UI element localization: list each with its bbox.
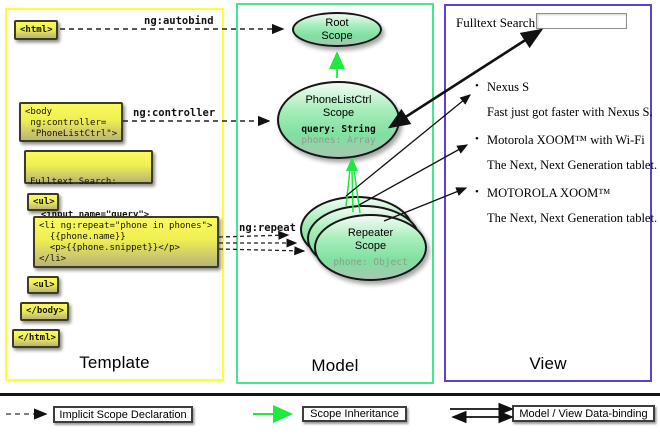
list-item-title: • MOTOROLA XOOM™ [475,186,652,201]
phone-desc: Fast just got faster with Nexus S. [487,105,653,119]
view-search-label: Fulltext Search: [456,15,539,30]
ng-autobind-label: ng:autobind [144,15,214,27]
phonelistctrl-prop-phones: phones: Array [301,135,376,146]
code-fulltext-input: <input name="query"> [30,210,150,220]
bullet-icon: • [475,186,479,198]
code-li-repeat: <li ng:repeat="phone in phones"> {{phone… [33,216,219,268]
phone-title: Nexus S [487,80,530,94]
code-fulltext: Fulltext Search: <input name="query"> [24,150,153,220]
phonelistctrl-name-line2: Scope [322,107,355,119]
phone-title: Motorola XOOM™ with Wi-Fi [487,133,645,147]
repeater-scope-ellipse-front: Repeater Scope phone: Object [314,214,427,281]
legend-implicit-scope-declaration: Implicit Scope Declaration [53,406,193,423]
phone-title: MOTOROLA XOOM™ [487,186,611,200]
repeater-name-line2: Scope [354,240,387,252]
ng-controller-label: ng:controller [133,107,216,119]
legend-double-arrow-icon [450,402,514,424]
view-column-title: View [529,354,567,373]
list-item-title: • Nexus S [475,80,652,95]
ng-repeat-label: ng:repeat [239,222,296,234]
repeater-name-line1: Repeater [347,227,394,239]
code-ul-open: <ul> [27,193,59,211]
phonelistctrl-name-line1: PhoneListCtrl [305,94,372,106]
root-scope-name-line1: Root [325,16,349,29]
code-fulltext-label: Fulltext Search: [30,177,117,187]
legend-separator-line [0,393,660,396]
legend-model-view-data-binding: Model / View Data-binding [512,405,655,422]
phonelistctrl-scope-ellipse: PhoneListCtrl Scope query: String phones… [277,81,400,159]
view-search-input[interactable] [536,13,627,29]
root-scope-ellipse: Root Scope [292,12,382,47]
bullet-icon: • [475,80,479,92]
phonelistctrl-prop-query: query: String [301,124,376,135]
phone-desc: The Next, Next Generation tablet. [487,211,658,225]
view-phone-list: • Nexus S Fast just got faster with Nexu… [475,80,658,239]
code-body-open: <body ng:controller= "PhoneListCtrl"> [19,102,123,142]
phone-desc: The Next, Next Generation tablet. [487,158,658,172]
repeater-prop-phone: phone: Object [333,257,408,268]
model-column: Model [236,3,434,384]
template-column-title: Template [79,353,150,372]
bullet-icon: • [475,133,479,145]
code-html-close: </html> [12,329,60,348]
code-body-close: </body> [20,302,69,321]
code-ul-close: <ul> [27,276,59,294]
legend-scope-inheritance: Scope Inheritance [302,406,407,422]
code-html-open: <html> [14,20,58,40]
root-scope-name-line2: Scope [321,29,353,42]
list-item-title: • Motorola XOOM™ with Wi-Fi [475,133,652,148]
model-column-title: Model [311,356,359,375]
